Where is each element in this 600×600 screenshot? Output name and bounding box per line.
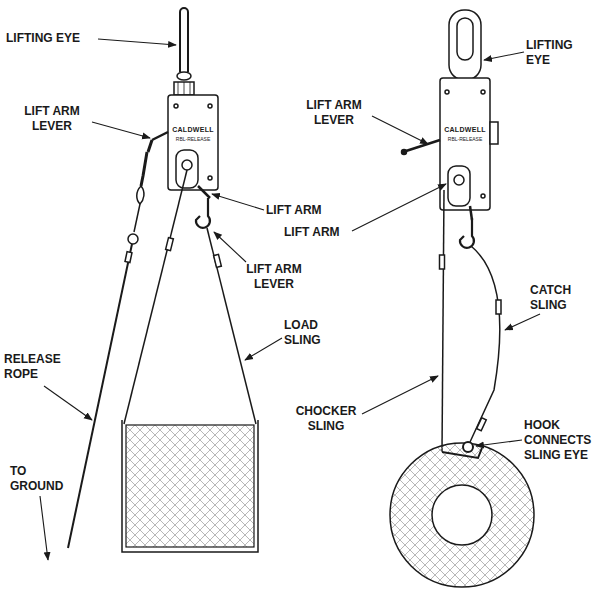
callout-label: TO GROUND <box>10 464 72 494</box>
bolt <box>174 104 178 108</box>
lever-knob <box>402 150 407 155</box>
lift-arm-lever <box>152 132 168 140</box>
catch-sling <box>470 246 500 442</box>
chain <box>141 140 152 186</box>
lift-arm-slot <box>448 166 470 206</box>
leader-line <box>352 184 446 231</box>
bolt <box>481 194 485 198</box>
swivel-nut <box>174 82 194 95</box>
rope-ring <box>128 234 138 244</box>
lifting-eye <box>449 10 481 80</box>
chocker-sling <box>442 190 444 452</box>
leader-line <box>92 122 150 138</box>
callout-label: RELEASE ROPE <box>4 352 76 382</box>
lever-arm <box>198 186 210 198</box>
leader-line <box>98 39 176 45</box>
rope-link <box>134 204 140 232</box>
sling-eye-hook <box>463 442 473 452</box>
ring-load-hole <box>432 485 492 545</box>
thimble <box>137 186 144 204</box>
leader-line <box>372 116 428 144</box>
callout-label: LIFT ARM LEVER <box>14 104 90 134</box>
leader-line <box>484 52 524 60</box>
leader-line <box>40 496 48 560</box>
basket-sling <box>122 420 258 552</box>
load-sling-left-leg <box>124 170 187 424</box>
load-basket <box>126 425 254 547</box>
leader-line <box>44 386 92 420</box>
leader-line <box>476 440 522 446</box>
device-marking: CALDWELL <box>170 126 216 134</box>
callout-label: CATCH SLING <box>530 283 594 313</box>
device-marking: RBL-RELEASE <box>170 136 216 142</box>
lift-arm-slot <box>176 150 198 188</box>
device-body <box>440 78 490 210</box>
sling-ferrule <box>166 238 174 251</box>
chocker-wrap <box>442 448 482 458</box>
sling-ferrule <box>440 255 445 269</box>
callout-label: LIFTING EYE <box>6 31 98 46</box>
sling-ferrule <box>477 418 487 431</box>
callout-label: LIFT ARM LEVER <box>296 98 372 128</box>
bolt <box>445 90 449 94</box>
lifting-eye-opening <box>457 18 473 60</box>
callout-label: LOAD SLING <box>284 318 346 348</box>
sling-ferrule <box>496 300 501 314</box>
leader-line <box>362 376 438 414</box>
rope-ferrule <box>125 252 132 263</box>
callout-label: LIFT ARM <box>284 225 352 240</box>
callout-label: LIFT ARM <box>266 203 342 218</box>
lever-arm <box>470 206 472 220</box>
lift-arm <box>454 175 464 185</box>
callout-label: CHOCKER SLING <box>288 404 364 434</box>
device-marking: CALDWELL <box>442 126 488 134</box>
device-body <box>168 95 218 190</box>
left-release-device <box>68 8 258 552</box>
callout-label: LIFT ARM LEVER <box>236 262 312 292</box>
load-sling-right-leg <box>207 228 256 424</box>
bolt <box>208 176 212 180</box>
leader-line <box>505 314 540 330</box>
leader-line <box>212 194 264 210</box>
sling-ferrule <box>214 254 222 267</box>
bolt <box>208 104 212 108</box>
device-marking: RBL-RELEASE <box>442 136 488 142</box>
callout-label: LIFTING EYE <box>526 38 592 68</box>
lift-arm <box>182 160 192 170</box>
bolt <box>481 90 485 94</box>
leader-line <box>245 338 282 360</box>
lifting-eye <box>180 8 188 72</box>
ring-load <box>390 443 534 587</box>
latch <box>490 122 498 144</box>
swivel <box>177 72 191 80</box>
hook <box>460 218 474 248</box>
leader-line <box>214 232 246 262</box>
right-release-device <box>390 10 534 587</box>
callout-label: HOOK CONNECTS SLING EYE <box>524 418 596 463</box>
hook <box>196 198 210 228</box>
nut-lines <box>178 82 190 95</box>
leader-lines <box>40 39 540 560</box>
